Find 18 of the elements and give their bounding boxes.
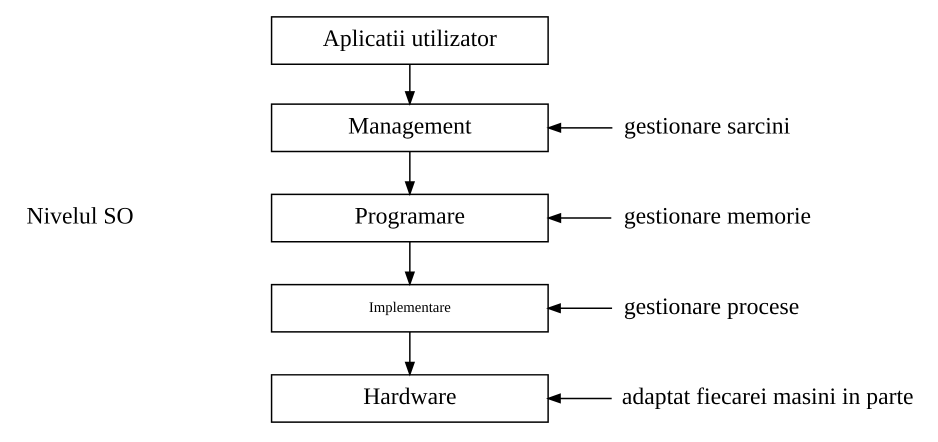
label: Nivelul SO: [26, 204, 134, 230]
arrow: [546, 303, 612, 314]
node-box: Aplicatii utilizator: [270, 16, 549, 65]
node-text: adaptat fiecarei masini in parte: [622, 384, 914, 410]
arrow: [404, 332, 416, 377]
node-text: gestionare sarcini: [624, 113, 790, 140]
node-text: gestionare procese: [624, 294, 800, 320]
node-box: Implementare: [270, 284, 549, 333]
arrow: [404, 64, 416, 106]
node-box: Hardware: [270, 374, 549, 423]
arrow: [546, 212, 612, 224]
node-box: Programare: [270, 194, 549, 242]
node-box: Management: [270, 103, 549, 152]
node-text: gestionare memorie: [624, 204, 812, 230]
arrow: [546, 122, 612, 134]
arrow: [404, 152, 416, 196]
arrow: [404, 242, 416, 286]
arrow: [546, 393, 612, 404]
